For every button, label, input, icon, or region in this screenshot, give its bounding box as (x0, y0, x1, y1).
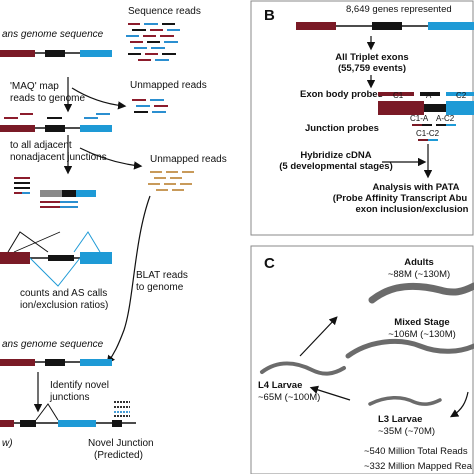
l4-larva-worm (260, 361, 346, 376)
l4-reads-label: ~65M (~100M) (258, 392, 320, 403)
arrow-to-l3 (449, 391, 469, 418)
panel-c: C Adults ~88M (~130M) Mixed Stage ~106M … (250, 245, 474, 474)
maq-map-label: 'MAQ' map (10, 81, 59, 92)
triplet-events-label: (55,759 events) (338, 63, 406, 74)
nonadjacent-junctions-label: nonadjacent junctions (10, 152, 107, 163)
identify-novel-label: Identify novel (50, 380, 109, 391)
l4-larvae-label: L4 Larvae (258, 380, 302, 391)
unmapped-reads-label-2: Unmapped reads (150, 154, 227, 165)
mapped-reads-label: ~332 Million Mapped Rea (364, 461, 473, 472)
probe-c1-label: C1 (393, 91, 404, 100)
genome-gene-model-bottom (0, 359, 112, 366)
arrow-l4-to-adults (299, 316, 338, 357)
panel-b-letter: B (264, 7, 275, 24)
genes-represented-label: 8,649 genes represented (346, 4, 452, 15)
panel-b-gene-model (296, 22, 474, 30)
splicing-model (0, 231, 112, 287)
novel-junction-label: Novel Junction (88, 438, 154, 449)
analysis-pata-label: Analysis with PATA (372, 182, 459, 193)
l3-larvae-label: L3 Larvae (378, 414, 422, 425)
arrow-to-unmapped-2 (79, 147, 143, 170)
junction-c1-a-label: C1-A (410, 114, 429, 123)
triplet-exons-label: All Triplet exons (335, 52, 408, 63)
panel-c-border (250, 245, 474, 474)
mixed-stage-worm (345, 338, 474, 359)
junction-c1-c2-label: C1-C2 (416, 129, 440, 138)
panel-a: ans genome sequence Sequence reads 'M (0, 6, 227, 461)
probe-a-label: A (426, 91, 432, 100)
genome-gene-model-top (0, 50, 112, 57)
identify-junctions-label: junctions (49, 392, 89, 403)
unmapped-reads-label-1: Unmapped reads (130, 80, 207, 91)
junction-probes-label: Junction probes (305, 123, 379, 134)
reads-to-genome-label: reads to genome (10, 93, 85, 104)
probe-c2-label: C2 (456, 91, 467, 100)
blat-to-genome-label: to genome (136, 282, 184, 293)
blat-reads-label: BLAT reads (136, 270, 188, 281)
sequence-reads-cluster (126, 23, 180, 61)
arrow-l3-to-l4 (309, 385, 351, 401)
novel-junction-model (0, 401, 136, 427)
sequence-reads-label: Sequence reads (128, 6, 201, 17)
junction-probe-model (412, 124, 456, 141)
panel-b-border (250, 0, 474, 236)
adult-worm (368, 282, 474, 304)
pata-expansion-label: (Probe Affinity Transcript Abu (333, 193, 468, 204)
counts-as-calls-label: counts and AS calls (20, 288, 107, 299)
mapped-reads-gene-model (0, 113, 112, 132)
l3-larva-worm (368, 396, 442, 406)
junction-reads-stack (14, 177, 96, 208)
panel-c-letter: C (264, 255, 275, 272)
junction-a-c2-label: A-C2 (436, 114, 455, 123)
arrow-to-unmapped-1 (71, 87, 127, 110)
genome-sequence-label-top: ans genome sequence (2, 29, 104, 40)
exon-body-probes-label: Exon body probes (300, 89, 383, 100)
novel-junction-predicted-label: (Predicted) (94, 450, 143, 461)
mixed-stage-label: Mixed Stage (394, 317, 449, 328)
arrow-blat (106, 195, 151, 364)
hybridize-label: Hybridize cDNA (300, 150, 371, 161)
adults-reads-label: ~88M (~130M) (388, 269, 450, 280)
inclusion-exclusion-label: ion/exclusion ratios) (20, 300, 108, 311)
adjacent-junctions-label: to all adjacent (10, 140, 72, 151)
unmapped-reads-cluster-2 (148, 171, 194, 191)
exon-body-probe-model (378, 92, 474, 115)
l3-reads-label: ~35M (~70M) (378, 426, 435, 437)
developmental-stages-label: (5 developmental stages) (279, 161, 393, 172)
left-cut-label: w) (2, 438, 13, 449)
genome-sequence-label-bottom: ans genome sequence (2, 339, 104, 350)
total-reads-label: ~540 Million Total Reads (364, 446, 468, 457)
unmapped-reads-cluster-1 (132, 99, 168, 113)
mixed-stage-reads-label: ~106M (~130M) (388, 329, 456, 340)
panel-b: B 8,649 genes represented All Triplet ex… (250, 0, 474, 236)
exon-inclusion-label: exon inclusion/exclusion (356, 204, 469, 215)
adults-label: Adults (404, 257, 434, 268)
